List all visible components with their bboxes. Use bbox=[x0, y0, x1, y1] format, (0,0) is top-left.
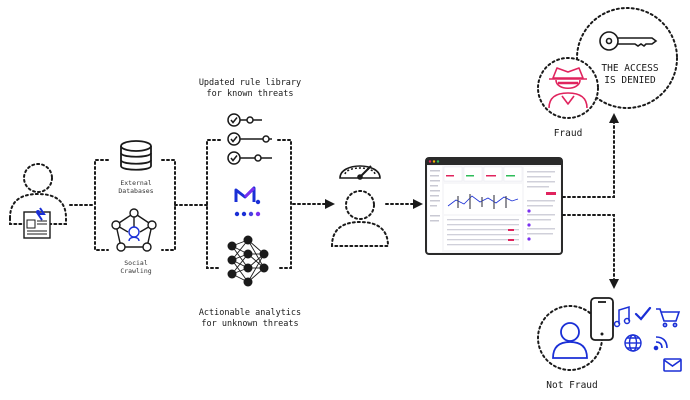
database-icon bbox=[120, 140, 152, 171]
dashboard-screenshot bbox=[425, 157, 563, 255]
rule-library-label: Updated rule library for known threats bbox=[198, 78, 302, 99]
globe-icon bbox=[624, 334, 642, 352]
engine-bracket-left bbox=[206, 139, 221, 269]
access-denied-label: THE ACCESS IS DENIED bbox=[601, 63, 659, 86]
document-icon bbox=[23, 207, 51, 239]
mail-icon bbox=[663, 358, 682, 372]
hacker-icon bbox=[548, 67, 588, 109]
sources-bracket-right bbox=[161, 159, 176, 251]
check-icon bbox=[634, 306, 652, 321]
connector-dashboard-to-not-fraud bbox=[562, 214, 619, 289]
not-fraud-label: Not Fraud bbox=[546, 380, 598, 391]
music-icon bbox=[613, 305, 631, 328]
input-user-icon bbox=[9, 163, 67, 225]
connector-dashboard-to-fraud bbox=[562, 113, 619, 198]
network-icon bbox=[111, 208, 157, 252]
social-crawling-label: Social Crawling bbox=[120, 259, 152, 276]
analytics-label: Actionable analytics for unknown threats bbox=[198, 308, 302, 329]
cart-icon bbox=[656, 308, 681, 328]
checklist-icon bbox=[227, 113, 272, 165]
phone-icon bbox=[590, 297, 614, 341]
fraud-label: Fraud bbox=[553, 128, 583, 139]
access-denied-bubble bbox=[576, 7, 678, 109]
rss-icon bbox=[653, 336, 668, 351]
engine-bracket-right bbox=[277, 139, 292, 269]
key-icon bbox=[599, 31, 658, 51]
legit-user-icon bbox=[552, 322, 588, 359]
brand-logo-icon bbox=[234, 186, 261, 217]
analyst-user-icon bbox=[330, 190, 390, 247]
sources-bracket-left bbox=[94, 159, 109, 251]
neural-network-icon bbox=[227, 235, 269, 287]
external-databases-label: External Databases bbox=[118, 179, 154, 196]
speedometer-icon bbox=[339, 165, 381, 180]
